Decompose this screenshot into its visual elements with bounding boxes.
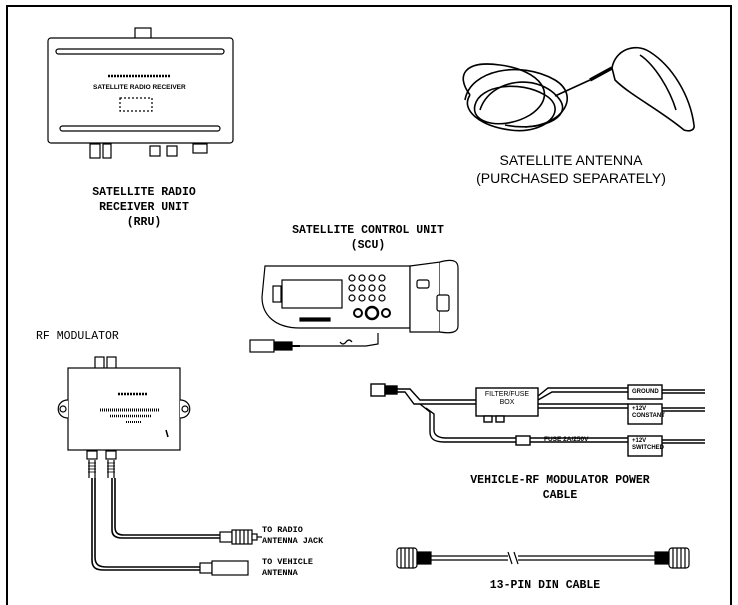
to-radio-label: TO RADIO ANTENNA JACK (262, 525, 324, 546)
receiver-unit-drawing (47, 27, 234, 159)
power-cable-drawing (370, 383, 705, 457)
fuse-label: FUSE 2A/250V (544, 436, 589, 443)
power-cable-label: VEHICLE-RF MODULATOR POWER CABLE (470, 474, 650, 502)
rf-modulator-label: RF MODULATOR (36, 330, 119, 343)
din-cable-label: 13-PIN DIN CABLE (489, 579, 601, 592)
control-unit-drawing (249, 259, 459, 353)
rf-modulator-drawing (57, 356, 262, 576)
switched-flag-label: +12V SWITCHED (632, 438, 664, 452)
to-vehicle-label: TO VEHICLE ANTENNA (262, 557, 314, 578)
rru-label: SATELLITE RADIO RECEIVER UNIT (RRU) (92, 186, 196, 229)
antenna-drawing (462, 46, 695, 132)
din-cable-drawing (396, 547, 690, 569)
scu-label: SATELLITE CONTROL UNIT (SCU) (292, 224, 444, 252)
receiver-faceplate-label: SATELLITE RADIO RECEIVER (93, 84, 186, 91)
filter-fuse-box-label: FILTER/FUSE BOX (484, 391, 530, 407)
diagram-frame (6, 5, 732, 605)
antenna-label: SATELLITE ANTENNA (PURCHASED SEPARATELY) (476, 152, 666, 187)
keypad (348, 274, 391, 321)
constant-flag-label: +12V CONSTANT (632, 406, 665, 420)
ground-flag-label: GROUND (632, 389, 659, 395)
